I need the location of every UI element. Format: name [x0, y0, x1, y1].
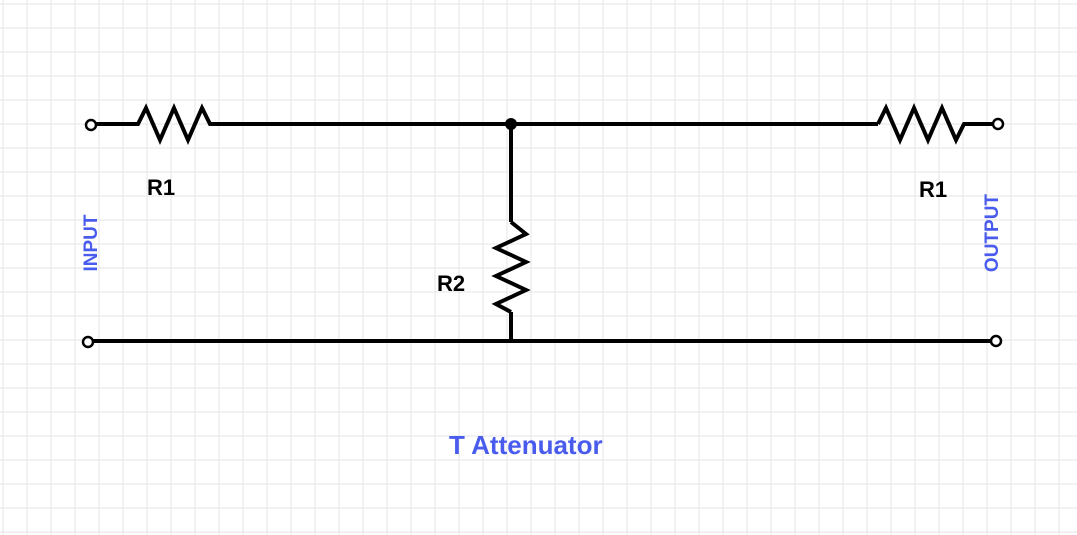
- resistor-r2: [491, 220, 531, 314]
- diagram-caption: T Attenuator: [449, 430, 603, 460]
- output-terminal-top: [991, 117, 1005, 131]
- input-port-label: INPUT: [81, 214, 102, 272]
- resistor-r1-right: [876, 103, 994, 145]
- input-terminal-bottom: [81, 335, 95, 349]
- input-terminal-top: [84, 118, 98, 132]
- output-terminal-bottom: [989, 334, 1003, 348]
- output-port-label: OUTPUT: [982, 193, 1003, 273]
- junction-dot: [505, 118, 517, 130]
- label-r1-left: R1: [147, 175, 176, 200]
- label-r1-right: R1: [919, 177, 948, 202]
- label-r2: R2: [437, 271, 466, 296]
- resistor-r1-left: [128, 103, 245, 145]
